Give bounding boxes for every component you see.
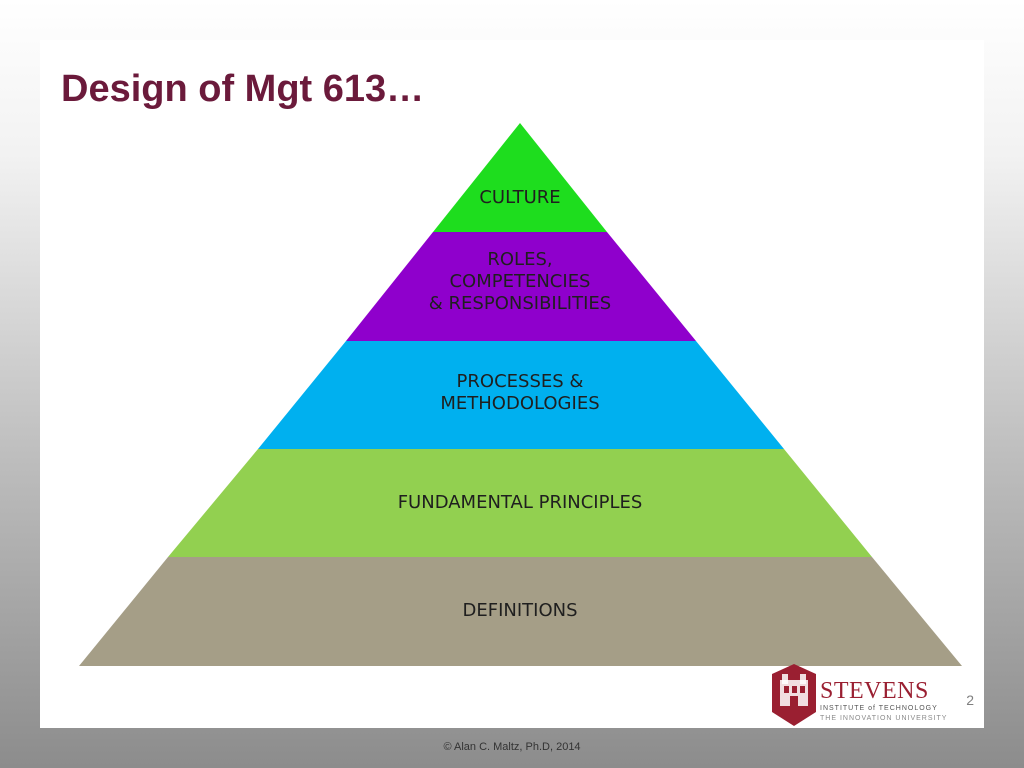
tier-label-principles: FUNDAMENTAL PRINCIPLES bbox=[397, 492, 643, 513]
stevens-castle-icon bbox=[772, 664, 816, 726]
logo-tagline: THE INNOVATION UNIVERSITY bbox=[820, 715, 948, 722]
tier-label-roles: ROLES, COMPETENCIES & RESPONSIBILITIES bbox=[428, 249, 612, 314]
tier-label-definitions: DEFINITIONS bbox=[462, 600, 578, 621]
slide-title: Design of Mgt 613… bbox=[61, 68, 425, 110]
tier-processes bbox=[258, 341, 784, 449]
slide-number: 2 bbox=[966, 692, 974, 708]
tier-label-processes: PROCESSES & METHODOLOGIES bbox=[440, 371, 600, 414]
logo-wordmark: STEVENS bbox=[820, 678, 929, 704]
footer-copyright: © Alan C. Maltz, Ph.D, 2014 bbox=[443, 741, 581, 753]
logo-subtitle: INSTITUTE of TECHNOLOGY bbox=[820, 705, 938, 712]
tier-definitions bbox=[79, 557, 962, 666]
tier-principles bbox=[168, 449, 872, 557]
tier-roles bbox=[346, 232, 696, 341]
tier-label-culture: CULTURE bbox=[479, 187, 561, 208]
tier-culture bbox=[433, 123, 607, 232]
stevens-logo: STEVENS INSTITUTE of TECHNOLOGY THE INNO… bbox=[772, 664, 962, 728]
